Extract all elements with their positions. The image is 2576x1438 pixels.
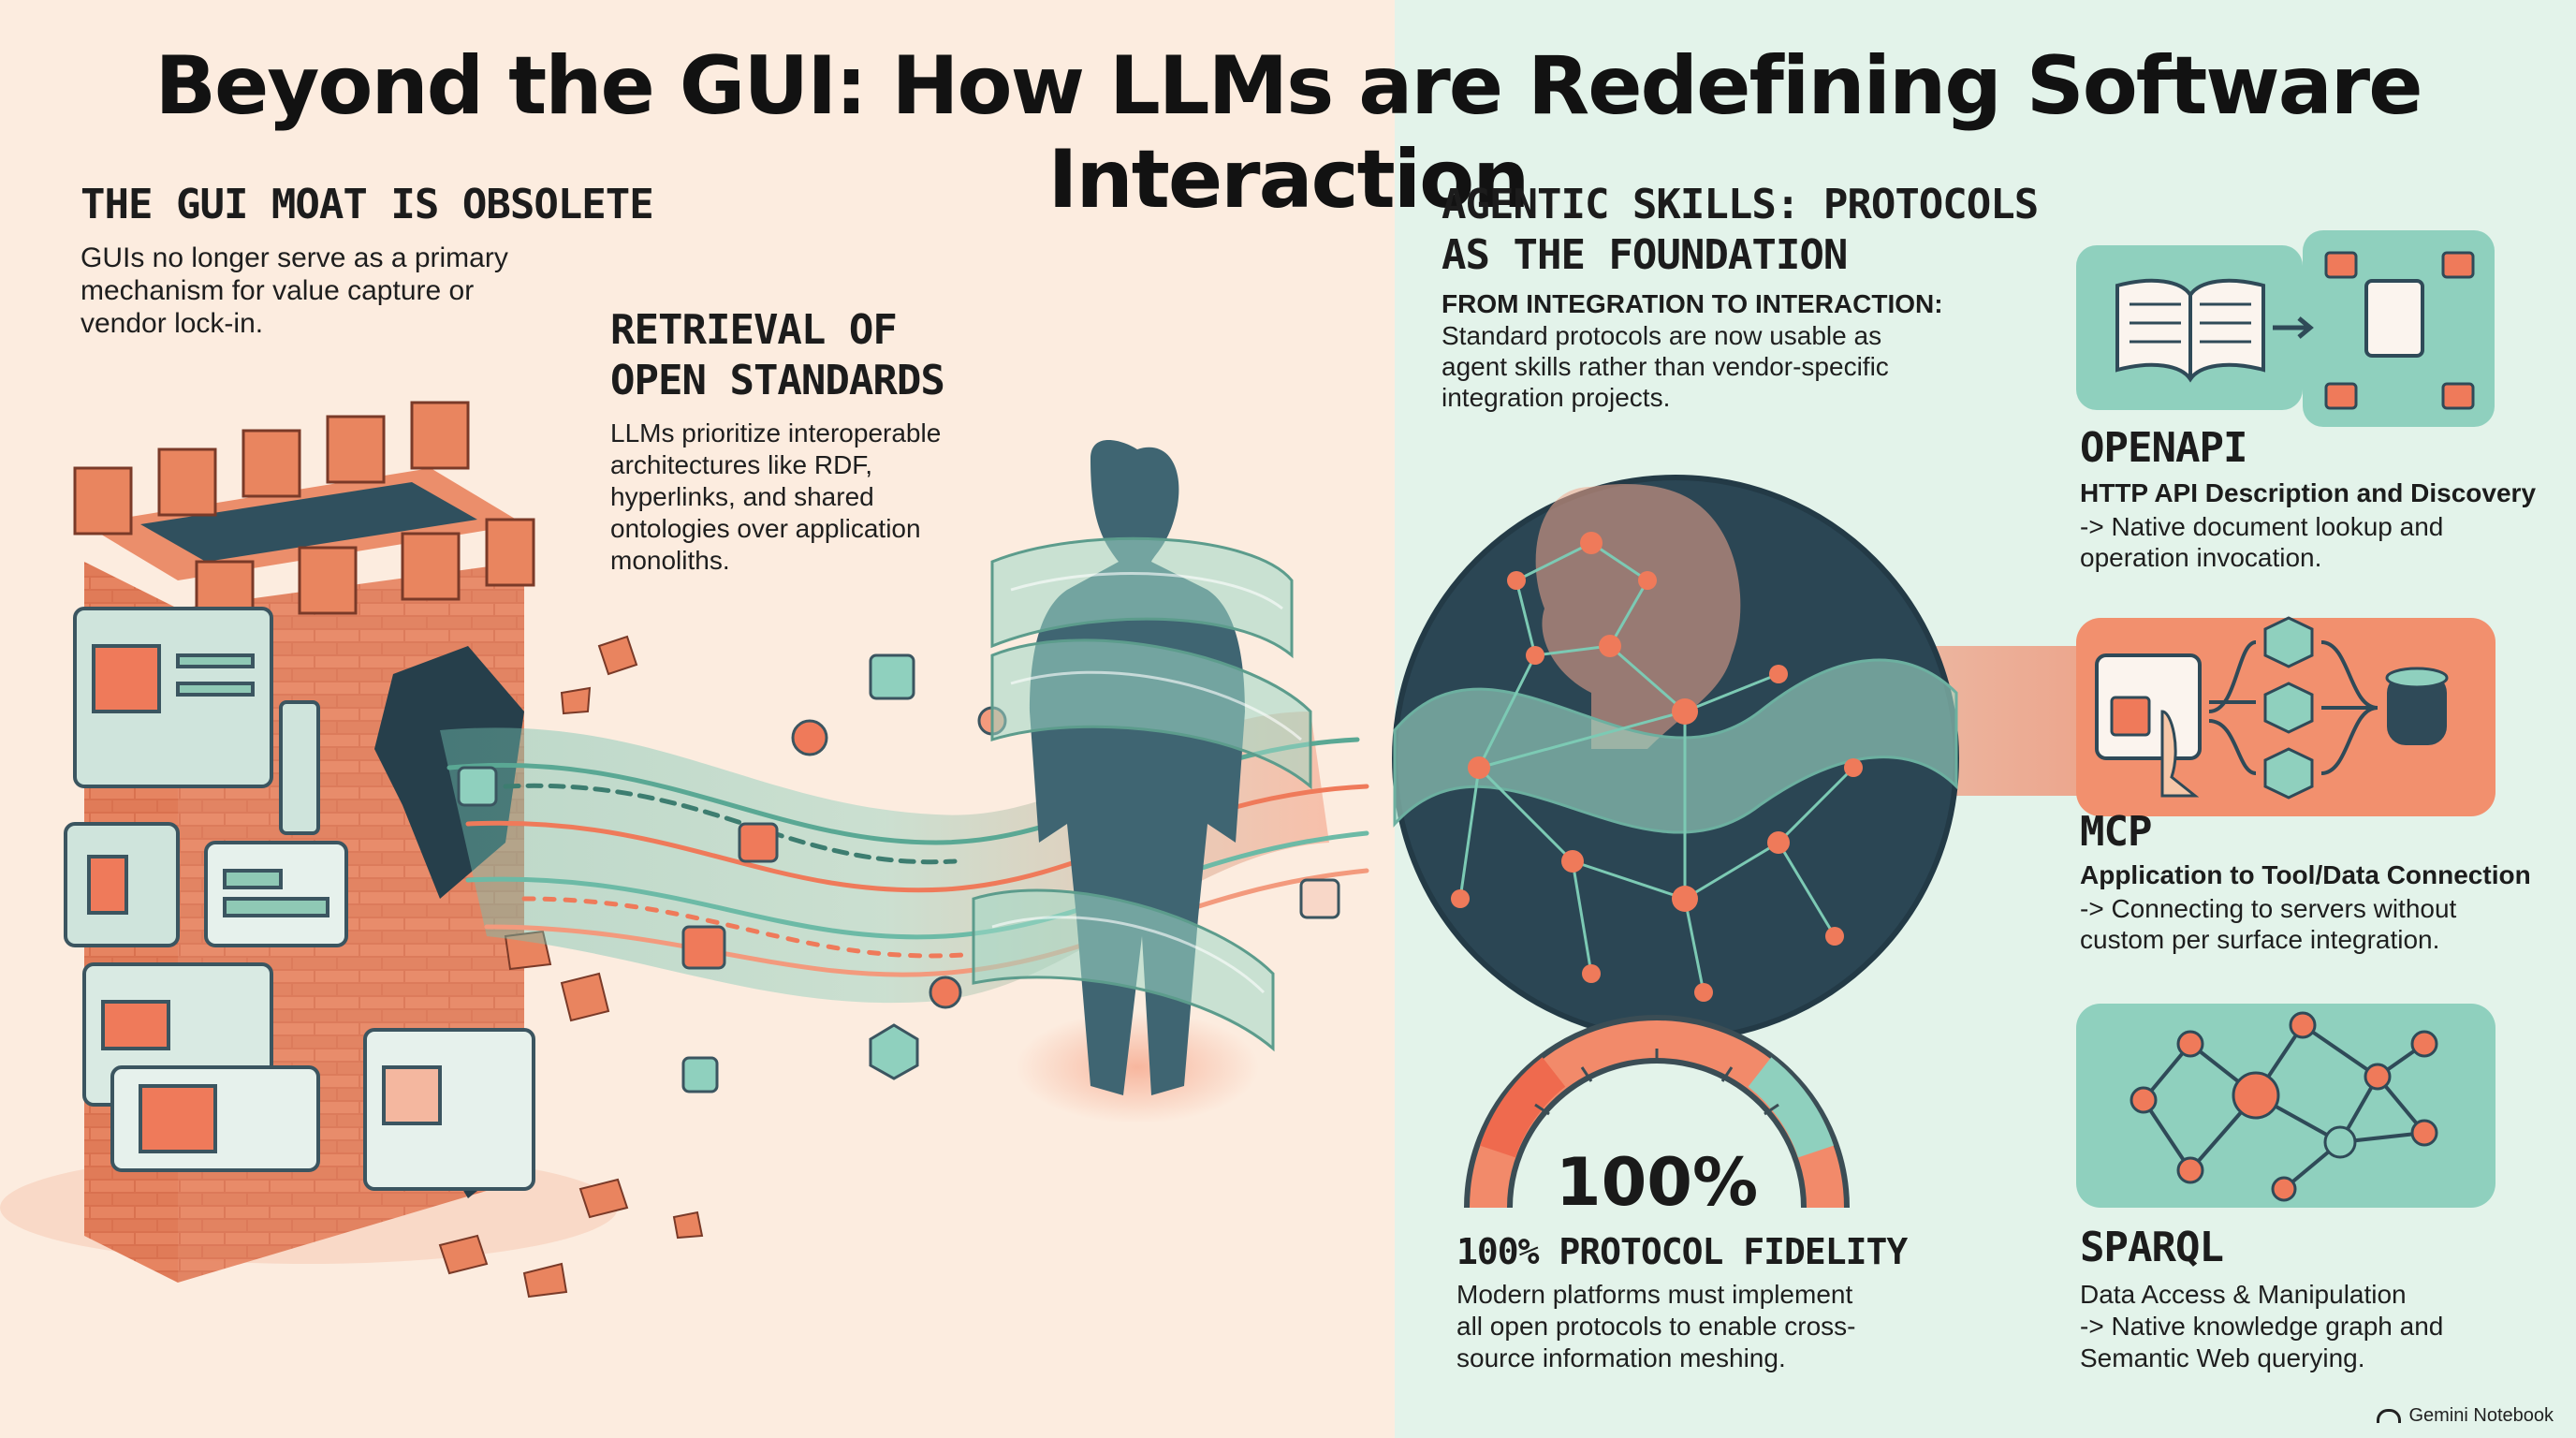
agentic-heading: AGENTIC SKILLS: PROTOCOLS AS THE FOUNDAT… (1442, 181, 2039, 279)
fidelity-heading: 100% PROTOCOL FIDELITY (1456, 1231, 1908, 1272)
person-with-ribbon (972, 440, 1312, 1123)
fidelity-gauge (1464, 1015, 1850, 1209)
page-title: Beyond the GUI: How LLMs are Redefining … (154, 39, 2422, 227)
gauge-value: 100% (1555, 1144, 1759, 1221)
openapi-body: -> Native document lookup and operation … (2080, 512, 2444, 572)
mcp-card-icon (2076, 616, 2496, 816)
retrieval-body: LLMs prioritize interoperable architectu… (610, 418, 942, 575)
sparql-body: Data Access & Manipulation -> Native kno… (2080, 1280, 2444, 1372)
agentic-subheading: FROM INTEGRATION TO INTERACTION: (1442, 289, 1943, 318)
sparql-name: SPARQL (2080, 1224, 2224, 1271)
gui-moat-body: GUIs no longer serve as a primary mechan… (80, 242, 508, 339)
openapi-subtitle: HTTP API Description and Discovery (2080, 478, 2537, 507)
agentic-body: Standard protocols are now usable as age… (1442, 321, 1889, 412)
sparql-card-icon (2076, 1004, 2496, 1208)
brick-tower (64, 401, 704, 1299)
mcp-body: -> Connecting to servers without custom … (2080, 894, 2457, 954)
mcp-name: MCP (2080, 808, 2152, 856)
gui-moat-heading: THE GUI MOAT IS OBSOLETE (80, 181, 654, 228)
retrieval-heading: RETRIEVAL OF OPEN STANDARDS (610, 306, 945, 404)
gemini-logo-icon (2377, 1409, 2402, 1423)
fidelity-body: Modern platforms must implement all open… (1456, 1280, 1856, 1372)
mcp-subtitle: Application to Tool/Data Connection (2080, 860, 2531, 889)
brand-watermark: Gemini Notebook (2377, 1405, 2554, 1427)
openapi-card-icon (2076, 230, 2495, 427)
brand-label: Gemini Notebook (2408, 1405, 2554, 1426)
openapi-name: OPENAPI (2080, 424, 2247, 472)
